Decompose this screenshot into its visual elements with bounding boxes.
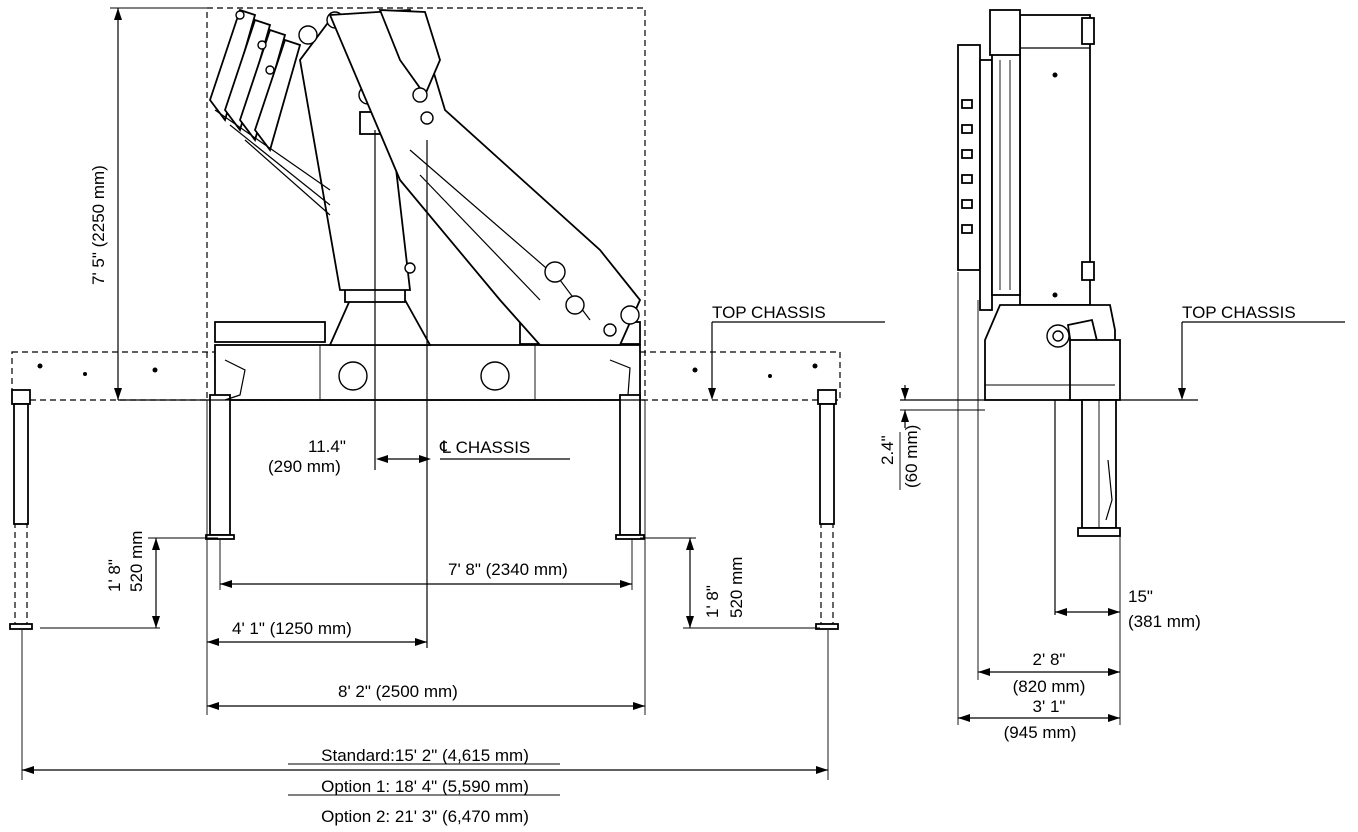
front-view: 7' 5" (2250 mm): [9, 7, 885, 826]
stroke-right-ft: 1' 8": [703, 585, 722, 618]
side-offset-dimension: [1055, 608, 1120, 616]
stroke-dimension-left: [40, 537, 218, 629]
side-width1-ft: 2' 8": [1033, 650, 1066, 669]
stroke-left-mm: 520 mm: [127, 531, 146, 592]
side-drop-dimension: [901, 385, 909, 428]
stabilizer-leg-inner-right: [609, 359, 645, 540]
top-chassis-leader-left: [708, 321, 885, 400]
chassis-centerline-label: ℄ CHASSIS: [439, 438, 530, 457]
side-base: [984, 304, 1121, 401]
stroke-left-ft: 1' 8": [105, 559, 124, 592]
side-offset-in: 15": [1128, 587, 1153, 606]
side-width1-mm: (820 mm): [1013, 677, 1086, 696]
side-column: [1019, 14, 1095, 306]
base-width-dimension: [207, 400, 646, 715]
crane-envelope-box: [206, 7, 646, 401]
side-width2-mm: (945 mm): [1004, 723, 1077, 742]
outrigger-inner-dimension: [219, 540, 633, 590]
outrigger-inner-label: 7' 8" (2340 mm): [448, 560, 568, 579]
side-boom-stack: [957, 9, 1021, 311]
side-view: TOP CHASSIS 2.4" (60 mm) 15" (381 mm) 2'…: [878, 9, 1345, 742]
offset-dimension: [376, 455, 570, 463]
height-dimension: [110, 7, 207, 400]
stabilizer-leg-inner-left: [205, 359, 246, 540]
span-option2-label: Option 2: 21' 3" (6,470 mm): [321, 807, 529, 826]
outrigger-beam-left: [11, 351, 216, 401]
half-width-label: 4' 1" (1250 mm): [232, 619, 352, 638]
stabilizer-leg-far-right: [815, 389, 839, 630]
top-chassis-label-right: TOP CHASSIS: [1182, 303, 1296, 322]
side-width2-ft: 3' 1": [1033, 697, 1066, 716]
crane-boom: [328, 9, 642, 346]
side-width1-dimension: [978, 668, 1120, 676]
boom-extensions: [208, 8, 331, 216]
side-offset-mm: (381 mm): [1128, 612, 1201, 631]
span-option1-label: Option 1: 18' 4" (5,590 mm): [321, 777, 529, 796]
span-standard-label: Standard:15' 2" (4,615 mm): [321, 746, 529, 765]
offset-label-in: 11.4": [308, 437, 346, 456]
base-width-label: 8' 2" (2500 mm): [338, 682, 458, 701]
top-chassis-label-left: TOP CHASSIS: [712, 303, 826, 322]
top-chassis-leader-right: [1178, 321, 1345, 400]
offset-label-mm: (290 mm): [268, 457, 341, 476]
side-drop-in: 2.4": [878, 435, 897, 465]
outrigger-span-dimension: [21, 630, 829, 780]
side-width2-dimension: [958, 714, 1120, 722]
outrigger-beam-right: [639, 351, 841, 401]
stroke-right-mm: 520 mm: [727, 557, 746, 618]
height-label: 7' 5" (2250 mm): [89, 165, 108, 285]
side-stabilizer-leg: [1077, 399, 1121, 537]
stroke-dimension-right: [640, 537, 820, 629]
stabilizer-leg-far-left: [9, 389, 33, 630]
half-width-dimension: [206, 400, 427, 715]
side-drop-mm: (60 mm): [902, 425, 921, 488]
